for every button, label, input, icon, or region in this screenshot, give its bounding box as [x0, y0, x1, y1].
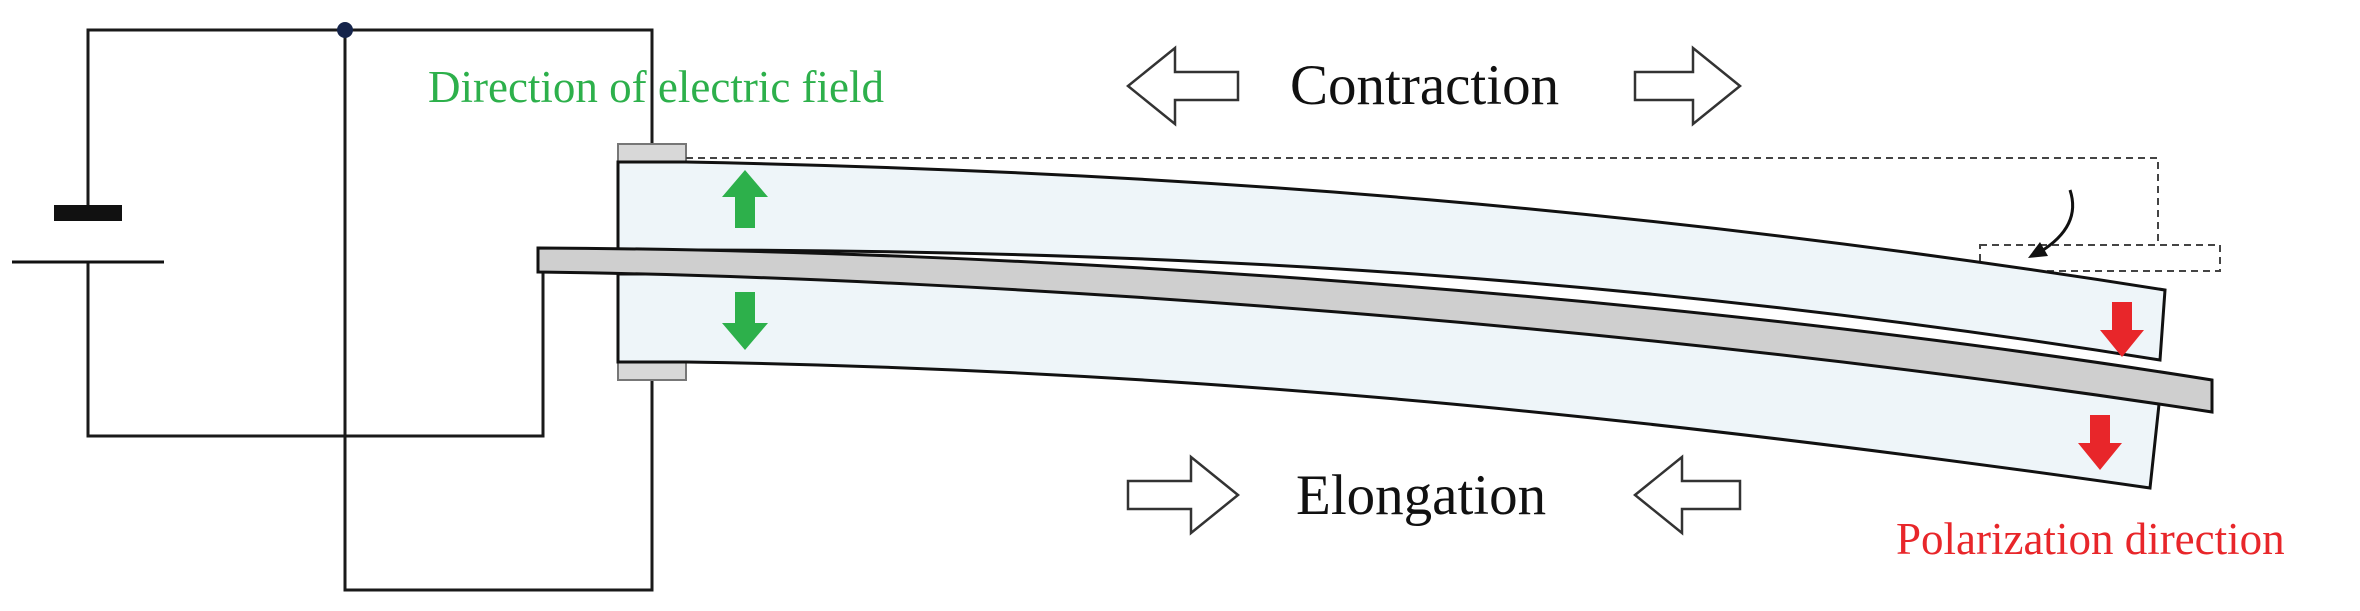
- red-arrow-icon-lower: [2078, 415, 2122, 470]
- wire-top-loop: [86, 28, 654, 220]
- contraction-arrows: [1126, 45, 1742, 127]
- substrate-beam: [536, 246, 2214, 414]
- hollow-arrow-icon-right: [1633, 45, 1742, 127]
- top-electrode: [617, 143, 687, 163]
- green-arrow-icon-up: [722, 170, 768, 228]
- contraction-label: Contraction: [1290, 54, 1559, 117]
- bottom-electrode: [617, 361, 687, 381]
- undeformed-top-layer: [686, 157, 2159, 245]
- curved-arrow-icon: [2028, 189, 2075, 258]
- piezo-layer-top: [616, 160, 2167, 362]
- elongation-label: Elongation: [1296, 464, 1546, 527]
- elongation-arrows: [1126, 454, 1742, 536]
- undeformed-substrate: [1979, 244, 2221, 272]
- polarization-label: Polarization direction: [1896, 514, 2285, 564]
- wire-bottom-loop: [86, 262, 545, 438]
- hollow-arrow-icon-right: [1126, 454, 1240, 536]
- field-direction-label: Direction of electric field: [428, 62, 884, 112]
- red-arrow-icon-upper: [2100, 302, 2144, 357]
- hollow-arrow-icon-left: [1126, 45, 1240, 127]
- battery-icon: [12, 205, 164, 264]
- wire-junction: [337, 22, 353, 38]
- green-arrow-icon-down: [722, 292, 768, 350]
- circuit-wiring: [86, 28, 654, 592]
- wire-center-branch: [343, 30, 654, 592]
- hollow-arrow-icon-left: [1633, 454, 1742, 536]
